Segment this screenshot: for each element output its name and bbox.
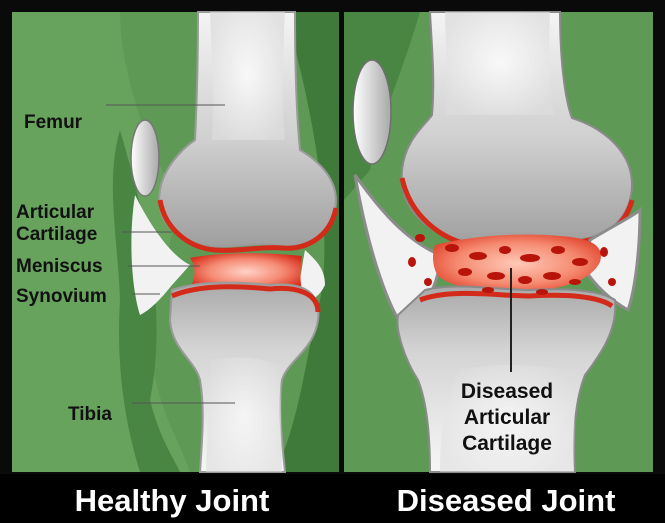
diseased-patella (353, 60, 391, 164)
label-diseased-cartilage: Cartilage (462, 432, 552, 455)
erosion-spot (445, 244, 459, 252)
erosion-spot (487, 272, 505, 280)
label-cartilage: Cartilage (16, 224, 97, 245)
panel-divider (339, 12, 344, 472)
label-diseased: Diseased (461, 380, 553, 403)
femur-shaft-highlight (210, 12, 285, 140)
erosion-spot (600, 247, 608, 257)
label-diseased-articular: Articular (464, 406, 550, 429)
label-femur: Femur (24, 112, 83, 133)
healthy-patella (131, 120, 159, 196)
label-tibia: Tibia (68, 404, 112, 425)
erosion-spot (569, 279, 581, 285)
erosion-spot (520, 254, 540, 262)
erosion-spot (482, 287, 494, 293)
label-meniscus: Meniscus (16, 256, 103, 277)
caption-healthy-joint: Healthy Joint (75, 483, 270, 518)
erosion-spot (415, 234, 425, 242)
diseased-femur-highlight (445, 12, 555, 115)
erosion-spot (469, 252, 487, 260)
diseased-joint-panel: Diseased Articular Cartilage (344, 12, 653, 472)
erosion-spot (551, 246, 565, 254)
erosion-spot (408, 257, 416, 267)
erosion-spot (518, 276, 532, 284)
tibia-shaft-highlight (206, 358, 282, 472)
label-synovium: Synovium (16, 286, 107, 307)
erosion-spot (499, 246, 511, 254)
erosion-spot (572, 258, 588, 266)
label-articular: Articular (16, 202, 95, 223)
erosion-spot (608, 278, 616, 286)
erosion-spot (458, 268, 472, 276)
erosion-spot (424, 278, 432, 286)
erosion-spot (543, 272, 561, 280)
erosion-spot (536, 289, 548, 295)
healthy-joint-panel: Femur Articular Cartilage Meniscus Synov… (12, 12, 339, 472)
caption-diseased-joint: Diseased Joint (397, 483, 616, 518)
